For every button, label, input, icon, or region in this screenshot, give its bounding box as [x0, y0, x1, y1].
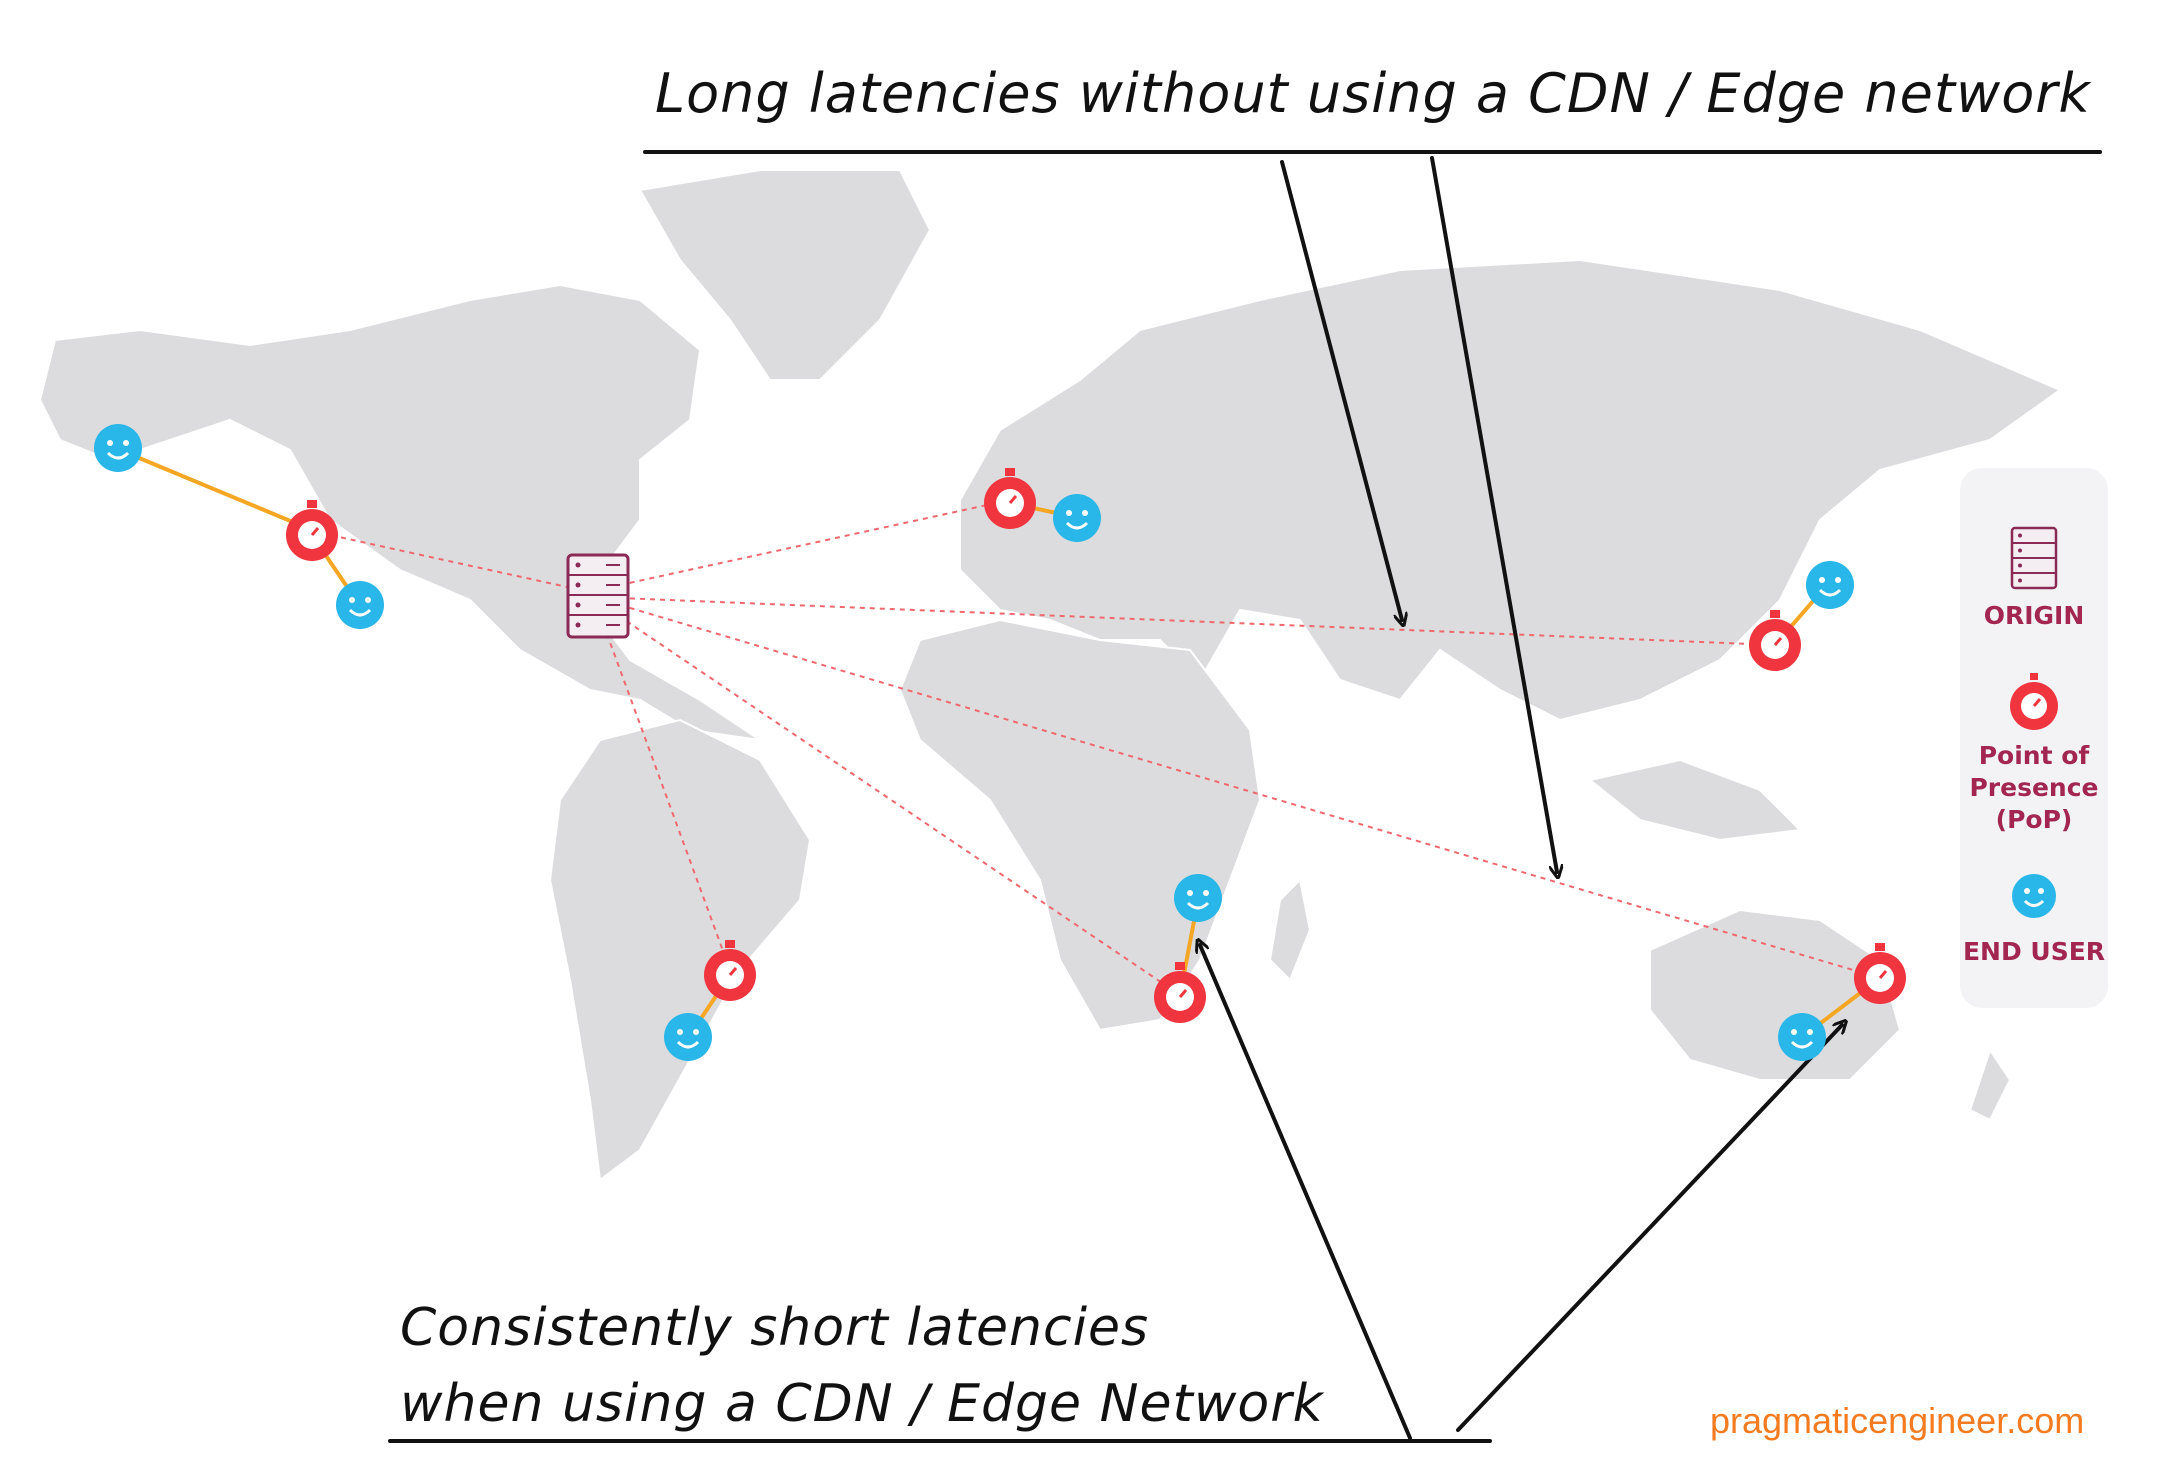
greenland-land — [638, 169, 932, 381]
legend-end-user-icon — [2012, 874, 2056, 918]
europe-asia-land — [959, 258, 2063, 722]
dashed-link-japan — [619, 597, 1776, 646]
bottom-caption: Consistently short latencies when using … — [400, 1290, 1324, 1442]
arrow-to-australia — [1456, 1025, 1842, 1432]
madagascar-land — [1268, 877, 1312, 982]
south-america-land — [548, 718, 812, 1182]
legend-pop-label: Point of Presence (PoP) — [1934, 740, 2134, 836]
link-alaska-user — [119, 448, 313, 532]
dashed-link-europe — [619, 499, 1011, 586]
southeast-asia-islands-land — [1587, 758, 1803, 842]
legend-pop-label-line1: Point of — [1978, 741, 2090, 770]
legend-origin-icon — [2010, 526, 2058, 590]
end-user-east-africa — [1174, 874, 1222, 922]
australia-land — [1649, 908, 1902, 1081]
pop-brazil — [704, 940, 756, 1001]
end-users — [94, 424, 1854, 1061]
new-zealand-land — [1968, 1047, 2012, 1122]
pops — [286, 468, 1906, 1023]
end-user-alaska — [94, 424, 142, 472]
dashed-link-australia — [619, 604, 1871, 976]
legend-origin-label: ORIGIN — [1983, 601, 2085, 630]
pop-europe — [984, 468, 1036, 529]
end-user-europe — [1053, 494, 1101, 542]
africa-land — [898, 618, 1262, 1032]
annotations — [388, 150, 2102, 1443]
end-user-australia — [1778, 1013, 1826, 1061]
dashed-link-south-africa — [609, 609, 1181, 996]
origin-connections — [329, 499, 1871, 996]
legend-panel: ORIGIN Point of Presence (PoP) END USER — [1960, 468, 2108, 1008]
credit-text: pragmaticengineer.com — [1710, 1400, 2085, 1441]
arrow-to-central-asia — [1280, 160, 1402, 620]
bottom-caption-line1: Consistently short latencies — [400, 1298, 1150, 1358]
pop-south-africa — [1154, 962, 1206, 1023]
legend-end-user-label: END USER — [1962, 937, 2106, 966]
end-user-japan — [1806, 561, 1854, 609]
dashed-link-west-us — [329, 534, 591, 593]
top-title: Long latencies without using a CDN / Edg… — [655, 62, 2091, 125]
end-user-west-us — [336, 581, 384, 629]
end-user-brazil — [664, 1013, 712, 1061]
legend-pop-label-line3: (PoP) — [1995, 805, 2073, 834]
pop-japan — [1749, 610, 1801, 671]
legend-pop-icon — [2010, 673, 2058, 730]
legend-pop-label-line2: Presence — [1969, 773, 2099, 802]
pop-australia — [1854, 943, 1906, 1004]
arrow-to-south-africa — [1200, 945, 1412, 1440]
bottom-caption-line2: when using a CDN / Edge Network — [400, 1374, 1324, 1434]
pop-west-us — [286, 500, 338, 561]
landmasses — [38, 169, 2063, 1182]
arrow-to-southeast-asia — [1430, 156, 1557, 872]
legend-icons — [2010, 526, 2058, 918]
origin-server-icon — [566, 553, 630, 639]
north-america-land — [38, 283, 761, 741]
dashed-link-brazil — [599, 614, 731, 971]
